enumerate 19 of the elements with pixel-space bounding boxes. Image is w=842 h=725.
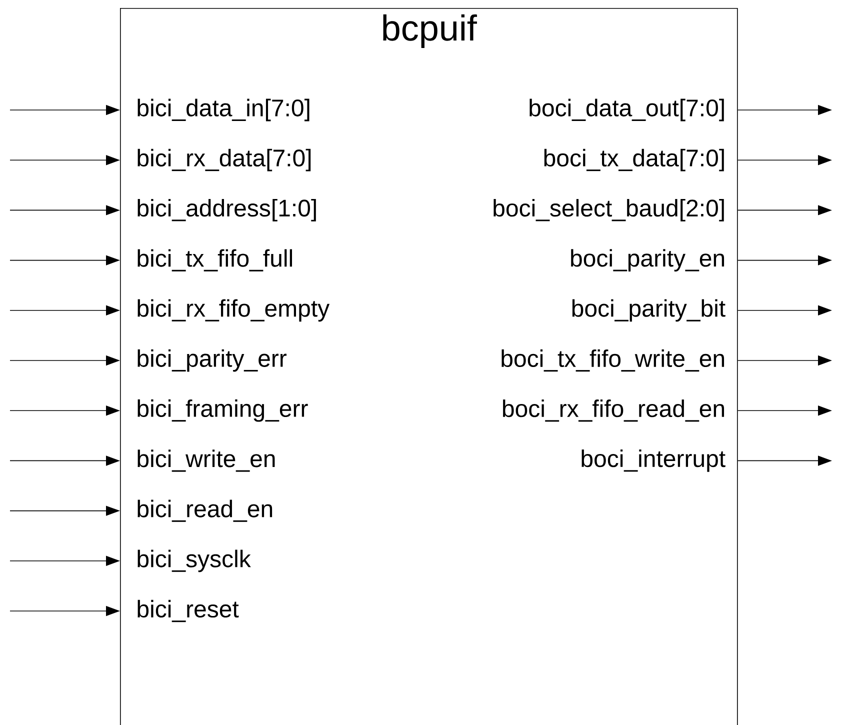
port-label: boci_select_baud[2:0]: [494, 199, 724, 222]
port-label: bici_parity_err: [138, 349, 286, 372]
port-label: bici_tx_fifo_full: [138, 249, 292, 272]
port-label: bici_rx_data[7:0]: [138, 148, 311, 172]
port-label: boci_tx_fifo_write_en: [502, 349, 724, 372]
port-label: bici_read_en: [138, 500, 272, 522]
port-label: boci_tx_data[7:0]: [544, 148, 724, 172]
port-label: boci_data_out[7:0]: [530, 98, 724, 122]
port-label: bici_data_in[7:0]: [138, 98, 310, 122]
port-label: boci_interrupt: [582, 450, 726, 472]
port-label: bici_sysclk: [138, 550, 251, 572]
port-label: bici_address[1:0]: [138, 199, 316, 222]
port-label: bici_reset: [138, 600, 239, 622]
port-label: boci_rx_fifo_read_en: [503, 400, 724, 422]
port-label: bici_rx_fifo_empty: [138, 299, 330, 322]
port-label: bici_framing_err: [138, 399, 308, 422]
port-label: boci_parity_bit: [572, 299, 726, 322]
port-label: bici_write_en: [138, 450, 275, 472]
port-label: boci_parity_en: [571, 249, 724, 272]
